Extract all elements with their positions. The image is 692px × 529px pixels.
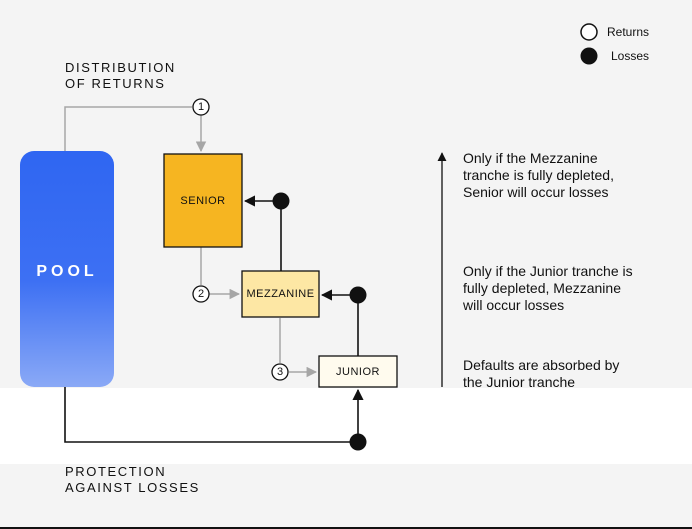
junior-label: JUNIOR [336,366,380,378]
senior-note: Only if the Mezzanine tranche is fully d… [463,150,614,201]
mezzanine-node [241,270,320,318]
legend-losses-icon [580,47,598,65]
protection-heading-line2: AGAINST LOSSES [65,480,200,495]
step-2-number: 2 [197,288,205,300]
senior-node [163,153,243,248]
senior-note-line: Senior will occur losses [463,184,609,200]
lower-background-band [0,464,692,528]
returns-line-pool-to-step1 [64,106,192,151]
losses-dot-bottom [349,433,367,451]
protection-heading: PROTECTION AGAINST LOSSES [65,464,200,496]
distribution-heading: DISTRIBUTION OF RETURNS [65,60,176,92]
senior-note-line: Only if the Mezzanine [463,150,598,166]
legend-returns-icon [580,23,598,41]
losses-line-pool-to-junior [64,387,358,443]
step-3-marker [271,363,289,381]
legend-losses-label: Losses [611,49,650,63]
distribution-heading-line1: DISTRIBUTION [65,60,176,75]
losses-dot-senior [272,192,290,210]
mezzanine-note-line: fully depleted, Mezzanine [463,280,621,296]
legend-returns-label: Returns [607,25,650,39]
mezzanine-note: Only if the Junior tranche is fully depl… [463,263,633,314]
mezzanine-note-line: Only if the Junior tranche is [463,263,633,279]
senior-label: SENIOR [180,195,226,207]
pool-label: POOL [36,263,98,280]
mezzanine-label: MEZZANINE [246,288,315,300]
step-3-number: 3 [276,366,284,378]
step-1-number: 1 [197,101,205,113]
junior-note-line: Defaults are absorbed by [463,357,620,373]
protection-heading-line1: PROTECTION [65,464,167,479]
bottom-border [0,527,692,529]
mezzanine-note-line: will occur losses [463,297,565,313]
pool-node [20,151,114,387]
senior-note-line: tranche is fully depleted, [463,167,614,183]
junior-note-line: the Junior tranche [463,374,576,390]
junior-node [318,355,398,388]
step-1-marker [192,98,210,116]
junior-note: Defaults are absorbed by the Junior tran… [463,357,619,391]
distribution-heading-line2: OF RETURNS [65,76,166,91]
upper-background-band [0,0,692,388]
losses-dot-mezzanine [349,286,367,304]
step-2-marker [192,285,210,303]
